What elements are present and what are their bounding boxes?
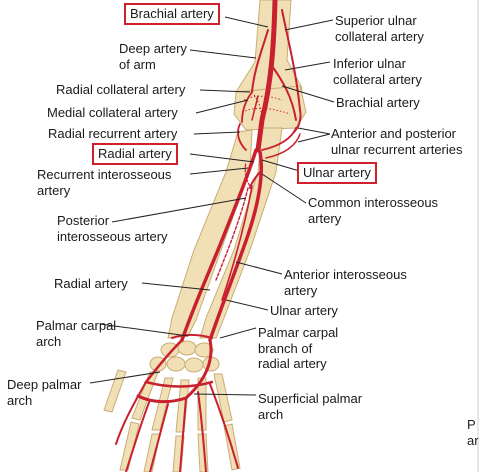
label-anterior-interosseous-artery: Anterior interosseous artery [284, 267, 407, 298]
label-radial-recurrent-artery: Radial recurrent artery [48, 126, 178, 141]
radial-artery-vessel [180, 148, 258, 342]
label-superior-ulnar-collateral-artery: Superior ulnar collateral artery [335, 13, 424, 44]
label-common-interosseous-artery: Common interosseous artery [308, 195, 439, 226]
leader-lines [89, 16, 335, 396]
label-palmar-carpal-arch: Palmar carpal arch [36, 318, 117, 349]
label-superficial-palmar-arch: Superficial palmar arch [258, 391, 363, 422]
label-medial-collateral-artery: Medial collateral artery [47, 105, 178, 120]
label-radial-collateral-artery: Radial collateral artery [56, 82, 186, 97]
label-deep-artery-of-arm: Deep artery of arm [119, 41, 187, 72]
label-ulnar-recurrent-arteries: Anterior and posterior ulnar recurrent a… [331, 126, 463, 157]
label-recurrent-interosseous-artery: Recurrent interosseous artery [37, 167, 172, 198]
elbow-anastomosis [241, 91, 291, 123]
adjacent-page-text-fragment: P ar [467, 417, 479, 448]
ulnar-artery-vessel [208, 150, 263, 342]
label-radial-artery-boxed: Radial artery [92, 143, 178, 165]
arteries [115, 0, 302, 472]
label-brachial-artery-right: Brachial artery [336, 95, 420, 110]
label-brachial-artery-top: Brachial artery [124, 3, 220, 25]
label-ulnar-artery-lower: Ulnar artery [270, 303, 338, 318]
label-palmar-carpal-branch: Palmar carpal branch of radial artery [258, 325, 339, 371]
brachial-artery-vessel [255, 0, 278, 153]
label-radial-artery-lower: Radial artery [54, 276, 128, 291]
label-deep-palmar-arch: Deep palmar arch [7, 377, 82, 408]
label-ulnar-artery-boxed: Ulnar artery [297, 162, 377, 184]
label-posterior-interosseous-artery: Posterior interosseous artery [57, 213, 168, 244]
label-inferior-ulnar-collateral-artery: Inferior ulnar collateral artery [333, 56, 422, 87]
